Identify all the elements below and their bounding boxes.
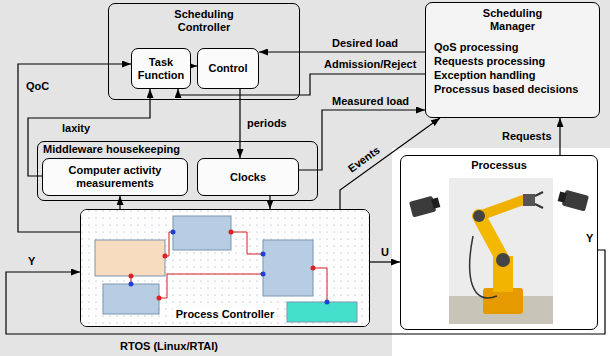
- box-title: Control: [208, 62, 247, 75]
- process-controller-box: Process Controller: [80, 209, 370, 327]
- box-text: Requests processing: [434, 55, 591, 68]
- ports: [129, 230, 330, 305]
- box-text: Exception handling: [434, 69, 591, 82]
- box-title: Clocks: [230, 171, 266, 184]
- camera: [557, 188, 589, 211]
- signal-arrow: [119, 196, 120, 209]
- controller-box: Scheduling ControllerTask Function Contro…: [108, 3, 300, 100]
- box-title: Scheduling Manager: [468, 7, 558, 33]
- signal-label: QoC: [24, 80, 51, 93]
- box-title: Computer activity measurements: [46, 164, 184, 190]
- box-text: Processus based decisions: [434, 83, 591, 96]
- function-box: Task Function: [131, 48, 191, 89]
- robot-arm: [470, 192, 543, 314]
- box-text: QoS processing: [434, 41, 591, 54]
- middleware-box: Middleware housekeepingComputer activity…: [37, 141, 318, 201]
- control-box: Control: [197, 48, 259, 89]
- signal-label: Requests: [500, 130, 554, 143]
- grid: [81, 210, 369, 326]
- box-title: Scheduling Controller: [162, 8, 246, 34]
- signal-label: Desired load: [330, 37, 400, 50]
- signal-arrow: [259, 51, 425, 52]
- robot-photo: [401, 156, 597, 329]
- signal-label: U: [379, 246, 391, 259]
- signal-arrow: [370, 261, 400, 262]
- signal-label: Measured load: [330, 95, 411, 108]
- signal-label: Y: [584, 232, 595, 245]
- signal-arrow: [559, 118, 560, 155]
- box-title: Task Function: [135, 56, 187, 82]
- clocks-box: Clocks: [197, 158, 299, 196]
- photo-ground: [449, 178, 553, 324]
- blocks: [95, 216, 357, 322]
- signal-label: laxity: [60, 122, 92, 135]
- box-title: Middleware housekeeping: [43, 143, 312, 156]
- signal-arrow: [269, 196, 270, 209]
- measurement-box: Computer activity measurements: [42, 158, 188, 196]
- manager-box: Scheduling ManagerQoS processingRequests…: [425, 2, 600, 118]
- signal-label: Y: [26, 255, 37, 268]
- platform-label: RTOS (Linux/RTAI): [118, 340, 220, 353]
- signal-label: periods: [245, 117, 289, 130]
- signal-label: Admission/Reject: [322, 58, 418, 71]
- processus-box: Processus: [400, 155, 598, 330]
- box-title: Process Controller: [173, 308, 277, 321]
- canvas: [81, 210, 369, 326]
- box-title: Processus: [471, 159, 527, 172]
- camera: [409, 194, 441, 217]
